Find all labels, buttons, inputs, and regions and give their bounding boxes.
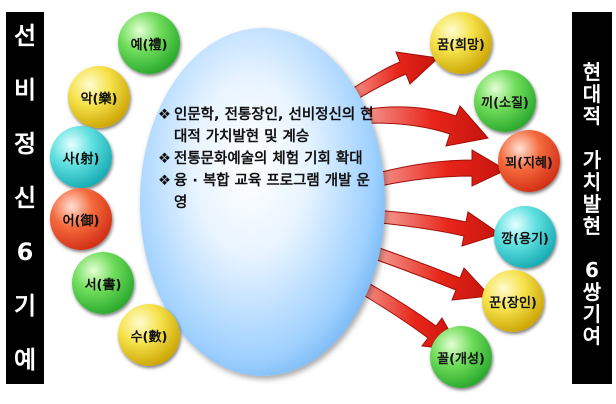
left-title-char: 정	[13, 130, 37, 158]
arrow-to-talent	[349, 105, 489, 147]
circle-kki: 끼(소질)	[474, 70, 536, 132]
right-title-char: 대	[582, 82, 602, 106]
circle-kki-label: 끼(소질)	[481, 95, 529, 111]
arrow-to-courage	[371, 209, 502, 247]
right-title-char: 6	[585, 258, 599, 282]
right-title-char: 치	[582, 170, 602, 194]
circle-kkang-label: 깡(용기)	[501, 231, 549, 247]
circle-kkol-label: 꼴(개성)	[437, 351, 485, 367]
left-title-char: 기	[13, 292, 37, 320]
left-title-char: 비	[13, 76, 37, 104]
left-title-char: 6	[16, 238, 34, 266]
left-title-char: 예	[13, 346, 37, 374]
circle-sa: 사(射)	[50, 126, 112, 188]
right-title-char: 기	[582, 302, 602, 326]
circle-kkum-label: 꿈(희망)	[437, 37, 485, 53]
center-bullet: ❖ 전통문화예술의 체험 기회 확대	[158, 148, 378, 170]
circle-kkum: 꿈(희망)	[430, 12, 492, 74]
center-bullet: ❖ 인문학, 전통장인, 선비정신의 현대적 가치발현 및 계승	[158, 104, 378, 148]
circle-kkun-label: 꾼(장인)	[489, 295, 537, 311]
center-bullet-text: 전통문화예술의 체험 기회 확대	[174, 151, 363, 167]
circle-ye-label: 예(禮)	[130, 37, 168, 53]
right-title-char: 현	[582, 214, 602, 238]
circle-ye: 예(禮)	[118, 12, 180, 74]
circle-seo-label: 서(書)	[84, 277, 122, 293]
circle-ak: 악(樂)	[68, 66, 130, 128]
right-title-char: 적	[582, 104, 602, 128]
circle-kkun: 꾼(장인)	[482, 270, 544, 332]
circle-sa-label: 사(射)	[62, 151, 100, 167]
bullet-mark-icon: ❖	[158, 173, 171, 189]
circle-kkoe: 꾀(지혜)	[498, 130, 560, 192]
right-title-char: 여	[582, 324, 602, 348]
center-text: ❖ 인문학, 전통장인, 선비정신의 현대적 가치발현 및 계승 ❖ 전통문화예…	[158, 104, 378, 214]
arrow-to-wisdom	[359, 149, 508, 191]
circle-ak-label: 악(樂)	[80, 91, 118, 107]
center-ellipse	[140, 28, 385, 376]
arrow-to-dream	[337, 51, 440, 109]
circle-kkang: 깡(용기)	[494, 206, 556, 268]
right-title-char: 쌍	[582, 280, 602, 304]
right-title-char: 가	[582, 148, 602, 172]
arrow-to-craftsman	[365, 243, 492, 301]
center-bullet-text: 인문학, 전통장인, 선비정신의 현대적 가치발현 및 계승	[174, 107, 374, 145]
left-title-bar: 선 비 정 신 6 기 예	[6, 12, 44, 384]
circle-su-label: 수(數)	[130, 329, 168, 345]
center-bullet-text: 융 · 복합 교육 프로그램 개발 운영	[174, 173, 370, 211]
circle-eo-label: 어(御)	[62, 213, 100, 229]
bullet-mark-icon: ❖	[158, 107, 171, 123]
right-title-column-1: 현 대 적 가 치 발 현 6 쌍 기 여	[583, 61, 601, 347]
left-title-char: 신	[13, 184, 37, 212]
right-title-char: 발	[582, 192, 602, 216]
circle-kkoe-label: 꾀(지혜)	[505, 155, 553, 171]
right-title-char: 현	[582, 60, 602, 84]
right-title-bar: 현 대 적 가 치 발 현 6 쌍 기 여	[572, 12, 612, 384]
left-title-char: 선	[13, 22, 37, 50]
circle-eo: 어(御)	[50, 188, 112, 250]
center-bullet: ❖ 융 · 복합 교육 프로그램 개발 운영	[158, 170, 378, 214]
circle-su: 수(數)	[118, 304, 180, 366]
circle-seo: 서(書)	[72, 252, 134, 314]
circle-kkol: 꼴(개성)	[430, 326, 492, 388]
bullet-mark-icon: ❖	[158, 151, 171, 167]
